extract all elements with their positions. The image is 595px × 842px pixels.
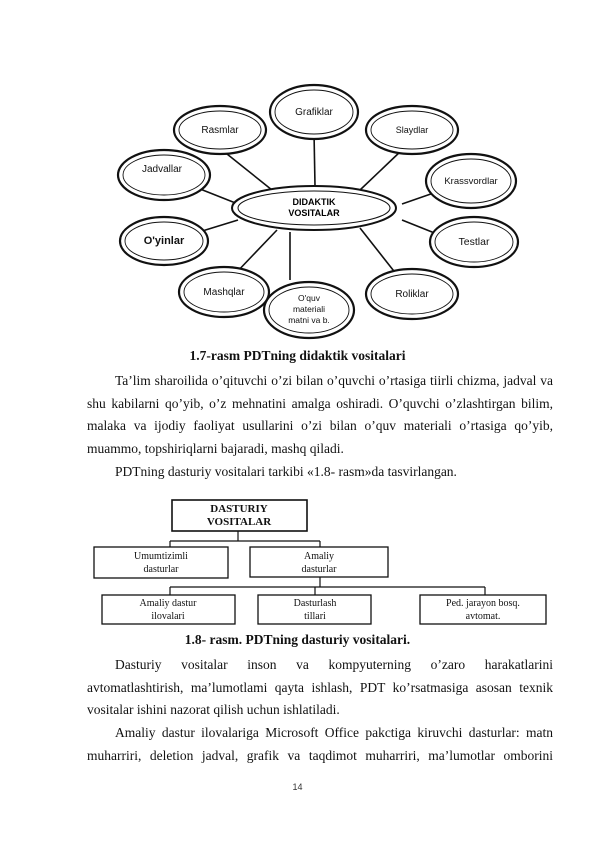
figure1-caption: 1.7-rasm PDTning didaktik vositalari (189, 348, 406, 363)
paragraph-2: PDTning dasturiy vositalari tarkibi «1.8… (115, 464, 457, 479)
node-roliklar: Roliklar (395, 289, 429, 300)
node-grafiklar: Grafiklar (295, 107, 333, 118)
node-krossvordlar: Krassvordlar (444, 176, 497, 187)
node-mashqlar: Mashqlar (203, 287, 245, 298)
box-ilovalari-2: ilovalari (151, 611, 185, 622)
node-jadvallar: Jadvallar (142, 164, 183, 175)
box-amaliy-1: Amaliy (304, 551, 334, 562)
node-oyinlar: O'yinlar (144, 235, 185, 247)
paragraph-3: Dasturiy vositalar inson va kompyuternin… (87, 657, 553, 717)
box-amaliy-2: dasturlar (302, 564, 338, 575)
box-ped-1: Ped. jarayon bosq. (446, 598, 520, 609)
box-ped-2: avtomat. (466, 611, 501, 622)
box-ilovalari-1: Amaliy dastur (140, 598, 198, 609)
box-umumtizimli-1: Umumtizimli (134, 551, 188, 562)
node-slaydlar: Slaydlar (396, 125, 429, 135)
node-oquv-3: matni va b. (288, 315, 330, 325)
page-number: 14 (292, 782, 303, 792)
node-oquv-1: O'quv (298, 293, 321, 303)
figure2-caption: 1.8- rasm. PDTning dasturiy vositalari. (184, 632, 411, 647)
node-oquv-2: materiali (293, 304, 325, 314)
software-tools-diagram: DASTURIY VOSITALAR Umumtizimli dasturlar… (90, 497, 550, 629)
center-label-1: DIDAKTIK (293, 197, 336, 207)
box-dasturiy-2: VOSITALAR (207, 516, 272, 528)
box-dasturiy-1: DASTURIY (210, 503, 268, 515)
center-label-2: VOSITALAR (288, 208, 340, 218)
paragraph-1: Ta’lim sharoilida o’qituvchi o’zi bilan … (87, 373, 553, 456)
paragraph-4: Amaliy dastur ilovalariga Microsoft Offi… (87, 725, 553, 763)
box-dasturlash-2: tillari (304, 611, 326, 622)
node-rasmlar: Rasmlar (201, 125, 239, 136)
box-dasturlash-1: Dasturlash (294, 598, 337, 609)
didactic-tools-diagram: DIDAKTIK VOSITALAR (112, 80, 524, 342)
node-testlar: Testlar (459, 236, 490, 248)
box-umumtizimli-2: dasturlar (144, 564, 180, 575)
center-node: DIDAKTIK VOSITALAR (231, 185, 397, 231)
